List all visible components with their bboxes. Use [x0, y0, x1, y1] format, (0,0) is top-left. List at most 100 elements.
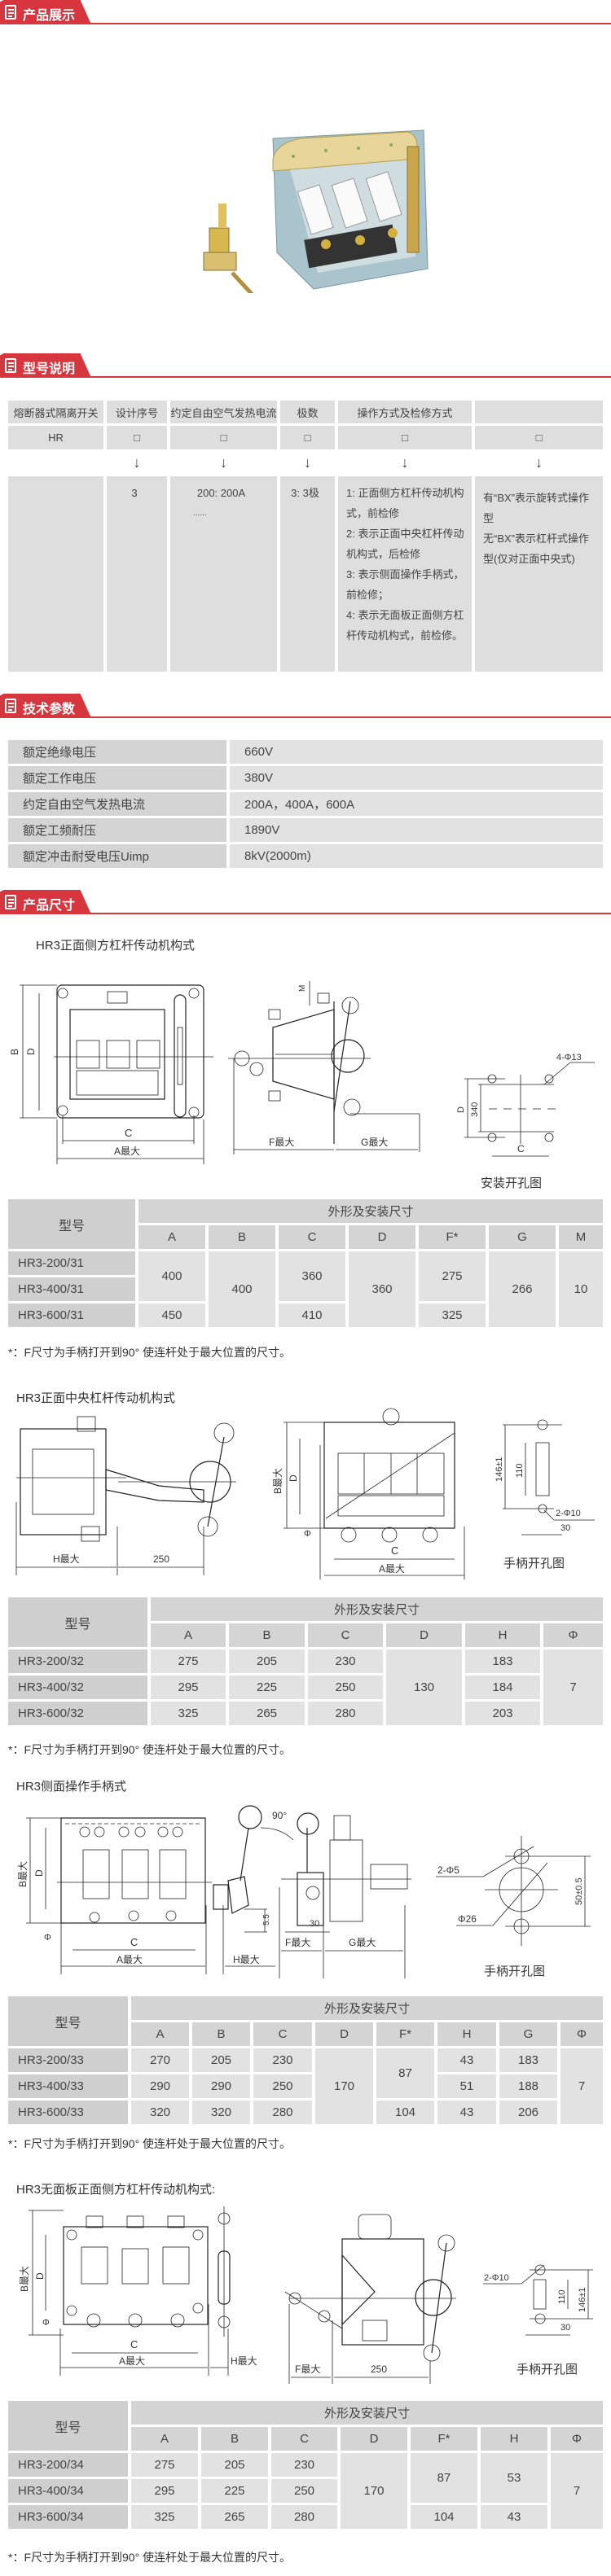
svg-text:2-Φ5: 2-Φ5	[437, 1864, 459, 1876]
footnote: *：F尺寸为手柄打开到90° 使连杆处于最大位置的尺寸。	[8, 2137, 292, 2150]
svg-text:D: D	[456, 1106, 466, 1113]
section-title: 型号说明	[23, 362, 76, 376]
svg-text:H最大: H最大	[231, 2355, 257, 2367]
section-title: 产品展示	[23, 9, 76, 23]
svg-text:4-Φ13: 4-Φ13	[556, 1053, 582, 1062]
diagram-title: HR3无面板正面侧方杠杆传动机构式:	[16, 2183, 216, 2197]
svg-text:A最大: A最大	[114, 1146, 140, 1157]
dimension-drawing-33: B最大 D Φ C A最大 H最大 90° 5.5 30 F最大 G最大 50±…	[17, 1805, 591, 1978]
svg-text:146±1: 146±1	[495, 1457, 504, 1482]
svg-text:F最大: F最大	[285, 1937, 310, 1948]
model-code-row: HR □ □ □ □ □	[8, 426, 603, 449]
section-header-product-show: 产品展示	[0, 0, 611, 24]
svg-text:M: M	[298, 985, 307, 992]
svg-text:2-Φ10: 2-Φ10	[556, 1509, 581, 1518]
svg-text:Φ: Φ	[42, 2318, 50, 2328]
arrow-down-icon: ↓	[133, 454, 141, 471]
svg-text:C: C	[130, 1936, 138, 1948]
svg-text:2-Φ10: 2-Φ10	[484, 2273, 509, 2283]
svg-text:C: C	[130, 2338, 138, 2350]
figure-caption: 手柄开孔图	[516, 2363, 578, 2377]
design-no-desc: 3	[107, 476, 167, 672]
svg-text:30: 30	[560, 2323, 570, 2333]
figure-caption: 手柄开孔图	[503, 1557, 565, 1571]
table-row: HR3-400/31	[8, 1277, 603, 1301]
header-cell: 操作方式及检修方式	[338, 401, 472, 423]
svg-text:250: 250	[153, 1553, 169, 1565]
arrow-down-icon: ↓	[535, 454, 543, 471]
figure-caption: 安装开孔图	[481, 1176, 542, 1190]
document-icon	[5, 358, 16, 373]
footnote: *：F尺寸为手柄打开到90° 使连杆处于最大位置的尺寸。	[8, 1346, 292, 1359]
poles-desc: 3: 3极	[280, 476, 335, 672]
svg-text:D: D	[33, 1869, 45, 1877]
dimension-drawing-31: B D C A最大 M F最大 G最大 4-Φ13 D 340 C 安装开孔图	[9, 981, 595, 1190]
operation-desc: 1: 正面侧方杠杆传动机构式，前检修 2: 表示正面中央杠杆传动机构式，后检修 …	[338, 476, 472, 672]
arrow-down-icon: ↓	[304, 454, 311, 471]
svg-text:146±1: 146±1	[578, 2287, 587, 2312]
arrow-down-icon: ↓	[401, 454, 409, 471]
svg-text:A最大: A最大	[116, 1954, 143, 1965]
svg-text:110: 110	[515, 1463, 525, 1478]
model-header-row: 熔断器式隔离开关 设计序号 约定自由空气发热电流 极数 操作方式及检修方式	[8, 401, 603, 423]
section-header-model-desc: 型号说明	[0, 353, 611, 378]
svg-text:340: 340	[470, 1102, 480, 1117]
svg-text:B最大: B最大	[17, 1861, 29, 1887]
figure-caption: 手柄开孔图	[484, 1965, 545, 1978]
svg-text:250: 250	[371, 2364, 387, 2375]
svg-text:C: C	[125, 1127, 132, 1139]
section-header-tech-params: 技术参数	[0, 694, 611, 718]
svg-text:5.5: 5.5	[262, 1914, 271, 1925]
svg-text:C: C	[391, 1544, 398, 1557]
diagram-title: HR3正面侧方杠杆传动机构式	[36, 939, 196, 953]
model-table: 熔断器式隔离开关 设计序号 约定自由空气发热电流 极数 操作方式及检修方式 HR…	[5, 398, 606, 674]
product-image	[203, 129, 429, 293]
arrow-row: ↓ ↓ ↓ ↓ ↓	[8, 452, 603, 474]
svg-text:B最大: B最大	[272, 1468, 284, 1494]
code-cell: □	[338, 426, 472, 449]
svg-text:50±0.5: 50±0.5	[574, 1877, 584, 1905]
header-cell	[475, 401, 603, 423]
header-cell: 约定自由空气发热电流	[170, 401, 277, 423]
footnote: *：F尺寸为手柄打开到90° 使连杆处于最大位置的尺寸。	[8, 1743, 292, 1756]
svg-text:G最大: G最大	[349, 1937, 376, 1948]
svg-text:D: D	[288, 1474, 299, 1482]
section-title: 产品尺寸	[23, 899, 76, 913]
svg-text:H最大: H最大	[233, 1954, 260, 1965]
code-cell: □	[107, 426, 167, 449]
header-cell: 熔断器式隔离开关	[8, 401, 103, 423]
header-cell: 设计序号	[107, 401, 167, 423]
model-desc-row: 3 200: 200A ...... 3: 3极 1: 正面侧方杠杆传动机构式，…	[8, 476, 603, 672]
table-row: HR3-600/31 450 410 325	[8, 1303, 603, 1327]
code-cell: □	[170, 426, 277, 449]
svg-text:B最大: B最大	[19, 2266, 30, 2292]
footnote: *：F尺寸为手柄打开到90° 使连杆处于最大位置的尺寸。	[8, 2551, 292, 2564]
svg-text:C: C	[517, 1143, 525, 1154]
code-cell: □	[280, 426, 335, 449]
divider	[0, 716, 611, 718]
table-row: HR3-200/31 400 400 360 360 275 266 10	[8, 1251, 603, 1327]
svg-text:F最大: F最大	[269, 1137, 294, 1148]
svg-text:A最大: A最大	[379, 1563, 405, 1575]
document-icon	[5, 895, 16, 909]
document-icon	[5, 5, 16, 20]
svg-text:G最大: G最大	[361, 1137, 388, 1148]
